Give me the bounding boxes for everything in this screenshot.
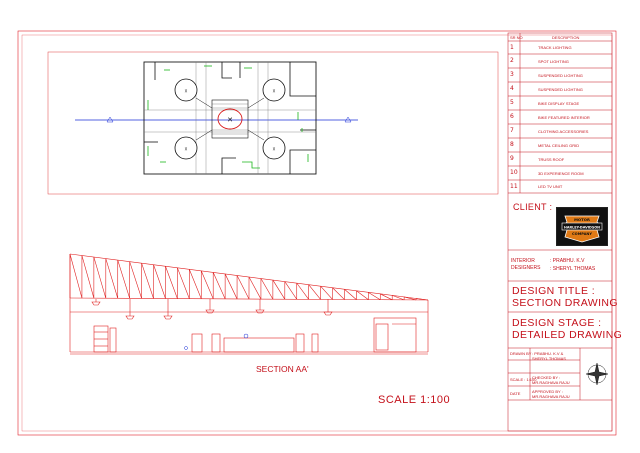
truss-web bbox=[69, 253, 83, 299]
truss-web bbox=[308, 284, 321, 300]
legend-row-number: 7 bbox=[510, 127, 514, 134]
truss-web bbox=[344, 289, 357, 300]
truss-web bbox=[81, 255, 95, 299]
legend-row-number: 3 bbox=[510, 71, 514, 78]
truss-web bbox=[416, 298, 429, 301]
outer-border bbox=[17, 30, 617, 436]
truss-web bbox=[236, 275, 250, 300]
legend-row-description: SUSPENDED LIGHTING bbox=[538, 86, 583, 92]
suspended-lights bbox=[91, 299, 333, 320]
section-furniture bbox=[93, 317, 417, 353]
designers-label: INTERIOR DESIGNERS bbox=[511, 258, 541, 271]
svg-text:☓: ☓ bbox=[272, 146, 275, 153]
display-platform-icon bbox=[174, 78, 286, 160]
legend-row-number: 4 bbox=[510, 85, 514, 92]
north-compass-icon bbox=[585, 362, 609, 386]
section-label: SECTION AA' bbox=[256, 364, 309, 374]
legend-row-description: BIKE DISPLAY STAGE bbox=[538, 100, 580, 106]
truss-web bbox=[356, 290, 369, 300]
svg-text:☓: ☓ bbox=[184, 146, 187, 153]
checked-by: CHECKED BY : MR.RAGHAVA RAJU bbox=[532, 375, 570, 385]
legend-row-description: LED TV UNIT bbox=[538, 184, 563, 189]
truss-web bbox=[117, 260, 130, 299]
legend-row-number: 2 bbox=[510, 57, 514, 64]
legend-header-desc: DESCRIPTION bbox=[552, 35, 580, 40]
truss-web bbox=[248, 276, 262, 300]
legend-row-description: SUSPENDED LIGHTING bbox=[538, 72, 583, 78]
legend-row-description: METAL CEILING GRID bbox=[538, 142, 580, 148]
truss-web bbox=[93, 256, 107, 299]
truss-web bbox=[141, 263, 154, 299]
truss-web bbox=[165, 266, 178, 299]
svg-text:☓: ☓ bbox=[184, 88, 187, 95]
approved-by: APPROVED BY : MR.RAGHAVA RAJU bbox=[532, 389, 570, 399]
truss-web bbox=[105, 258, 119, 299]
scale-text: SCALE 1:100 bbox=[378, 394, 451, 406]
truss-web bbox=[404, 296, 417, 301]
drawn-by: : PRABHU. K.V & SHERYL THOMAS bbox=[532, 351, 566, 361]
truss-web bbox=[129, 261, 142, 299]
truss-web bbox=[284, 281, 297, 300]
truss-web bbox=[224, 273, 238, 300]
inner-border bbox=[21, 34, 613, 432]
legend-row-number: 11 bbox=[510, 182, 518, 190]
truss-web bbox=[392, 295, 405, 301]
legend-row-description: BIKE FEATURED INTERIOR bbox=[538, 114, 590, 120]
floor-plan: ☓ ☓ ☓ ☓ ✕ bbox=[75, 61, 358, 175]
truss-web bbox=[212, 272, 226, 299]
truss-web bbox=[260, 278, 274, 300]
svg-text:MOTOR: MOTOR bbox=[574, 217, 590, 222]
drawn-by-label: DRAWN BY bbox=[510, 351, 532, 356]
design-stage: DETAILED DRAWING bbox=[512, 329, 623, 341]
date-label: DATE bbox=[510, 391, 521, 396]
legend-row-number: 1 bbox=[510, 43, 514, 51]
client-label: CLIENT : bbox=[513, 202, 553, 212]
legend-row-number: 8 bbox=[510, 141, 514, 148]
legend-row-number: 9 bbox=[510, 155, 514, 162]
truss-web bbox=[153, 264, 166, 299]
truss-roof bbox=[69, 253, 429, 301]
truss-web bbox=[272, 279, 286, 300]
title-block bbox=[507, 32, 613, 432]
svg-text:HARLEY-DAVIDSON: HARLEY-DAVIDSON bbox=[564, 226, 600, 230]
truss-web bbox=[332, 287, 345, 300]
legend-row-number: 10 bbox=[510, 169, 518, 176]
legend-row-description: TRACK LIGHTING bbox=[538, 45, 572, 50]
section-drawing bbox=[69, 253, 429, 355]
designer-1: : PRABHU. K.V bbox=[550, 258, 585, 264]
center-stage-icon bbox=[217, 108, 243, 130]
truss-web bbox=[380, 293, 393, 301]
truss-web bbox=[368, 292, 381, 300]
truss-web bbox=[189, 269, 202, 299]
scale-label: SCALE : 1:100 bbox=[510, 377, 537, 382]
svg-text:☓: ☓ bbox=[272, 88, 275, 95]
designer-2: : SHERYL THOMAS bbox=[550, 266, 596, 272]
svg-text:COMPANY: COMPANY bbox=[572, 232, 592, 236]
design-title-label: DESIGN TITLE : bbox=[512, 285, 596, 297]
truss-web bbox=[200, 270, 214, 299]
legend-row-number: 6 bbox=[510, 113, 514, 120]
design-title: SECTION DRAWING bbox=[512, 297, 618, 309]
legend-row-number: 5 bbox=[510, 99, 514, 106]
clothing-racks bbox=[147, 65, 309, 169]
legend-row-description: 3D EXPERIENCE ROOM bbox=[538, 170, 584, 176]
truss-web bbox=[177, 267, 190, 299]
svg-text:✕: ✕ bbox=[227, 116, 233, 124]
legend-row-description: CLOTHING ACCESSORIES bbox=[538, 128, 589, 134]
legend-header-no: SR NO bbox=[510, 35, 523, 40]
plan-frame bbox=[47, 51, 499, 195]
truss-web bbox=[296, 282, 309, 300]
harley-davidson-logo: MOTOR HARLEY-DAVIDSON COMPANY bbox=[556, 207, 608, 246]
legend-row-description: TRUSS ROOF bbox=[538, 156, 565, 162]
truss-web bbox=[320, 285, 333, 300]
legend-row-description: SPOT LIGHTING bbox=[538, 58, 569, 64]
design-stage-label: DESIGN STAGE : bbox=[512, 317, 602, 329]
